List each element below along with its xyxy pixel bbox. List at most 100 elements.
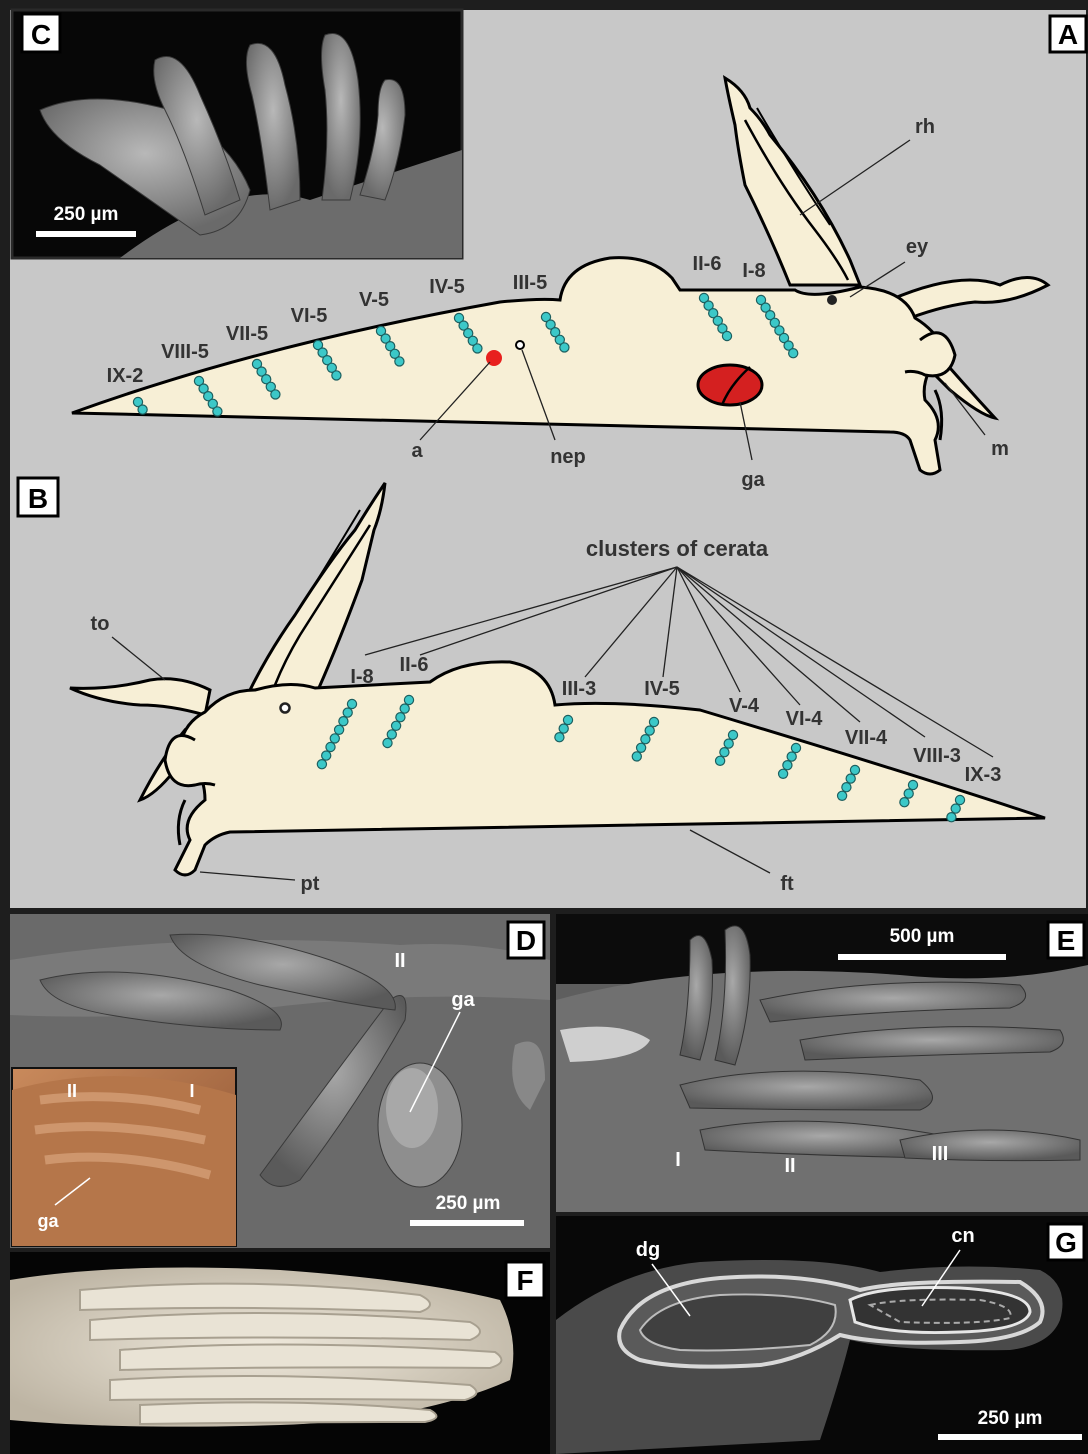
ceras-dot (555, 733, 564, 742)
ceras-dot (900, 798, 909, 807)
ceras-dot (632, 752, 641, 761)
label-eye: ey (906, 236, 929, 258)
panel-e-letter: E (1057, 925, 1076, 956)
panel-e-scale-label: 500 µm (890, 926, 955, 947)
ceras-dot (339, 717, 348, 726)
panel-g-label-dg: dg (636, 1239, 660, 1261)
panel-e-photo: 500 µm I II III E (556, 914, 1088, 1212)
cluster-label-a-vi: VI-5 (291, 305, 328, 327)
ceras-dot (728, 730, 737, 739)
cluster-label-b-vii: VII-4 (845, 727, 888, 749)
ceras-dot (724, 739, 733, 748)
ceras-dot (779, 769, 788, 778)
ceras-dot (649, 717, 658, 726)
ceras-dot (563, 715, 572, 724)
ceras-dot (559, 724, 568, 733)
ceras-dot (645, 726, 654, 735)
panel-d-photo: II I ga II ga 250 µm D (10, 914, 550, 1248)
cluster-label-a-i: I-8 (742, 260, 765, 282)
ceras-dot (473, 344, 482, 353)
cluster-label-b-ii: II-6 (400, 654, 429, 676)
label-mouth: m (991, 438, 1009, 460)
ceras-dot (947, 813, 956, 822)
ceras-dot (787, 752, 796, 761)
panel-d-letter: D (516, 925, 536, 956)
ceras-dot (335, 725, 344, 734)
ceras-dot (846, 774, 855, 783)
panel-c-photo: C 250 µm (12, 10, 462, 258)
ceras-dot (271, 390, 280, 399)
panel-g-scale-label: 250 µm (978, 1408, 1043, 1429)
panel-a-letter: A (1058, 19, 1078, 50)
ceras-dot (716, 756, 725, 765)
ceras-dot (637, 743, 646, 752)
panel-e-label-iii: III (932, 1143, 949, 1165)
ceras-dot (908, 780, 917, 789)
clusters-title: clusters of cerata (586, 536, 769, 561)
ceras-dot (330, 734, 339, 743)
panel-e-scale-bar (838, 954, 1006, 960)
ceras-dot (955, 795, 964, 804)
label-nephroproct: nep (550, 446, 586, 468)
inset-label-i: I (189, 1081, 194, 1101)
ceras-dot (387, 730, 396, 739)
panel-c-scale-label: 250 µm (54, 204, 119, 225)
cluster-label-b-iv: IV-5 (644, 678, 680, 700)
panel-b-letter: B (28, 483, 48, 514)
panel-c-scale-bar (36, 231, 136, 237)
cluster-label-b-vi: VI-4 (786, 708, 824, 730)
cluster-label-a-viii: VIII-5 (161, 341, 209, 363)
label-genital-aperture-a: ga (741, 469, 765, 491)
panel-e-label-i: I (675, 1149, 681, 1171)
ceras-dot (347, 699, 356, 708)
ceras-dot (213, 407, 222, 416)
ceras-dot (791, 743, 800, 752)
label-rhinophore: rh (915, 116, 935, 138)
genital-aperture (698, 365, 762, 405)
eye-a (827, 295, 837, 305)
cluster-label-b-iii: III-3 (562, 678, 596, 700)
cluster-label-b-v: V-4 (729, 695, 760, 717)
ceras-dot (322, 751, 331, 760)
ceras-dot (138, 405, 147, 414)
label-propodial-tentacle: pt (301, 873, 320, 895)
cluster-label-b-ix: IX-3 (965, 764, 1002, 786)
panel-d-scale-bar (410, 1220, 524, 1226)
panel-g-label-cn: cn (951, 1225, 974, 1247)
panel-f-photo: F (10, 1252, 550, 1454)
ceras-dot (392, 721, 401, 730)
ceras-dot (641, 735, 650, 744)
label-foot: ft (780, 873, 794, 895)
ceras-dot (343, 708, 352, 717)
cluster-label-b-viii: VIII-3 (913, 745, 961, 767)
ceras-dot (404, 695, 413, 704)
label-anus: a (411, 440, 423, 462)
panel-f-letter: F (516, 1265, 533, 1296)
panel-e-label-ii: II (784, 1155, 795, 1177)
cluster-label-a-ix: IX-2 (107, 365, 144, 387)
ceras-dot (396, 713, 405, 722)
ceras-dot (783, 761, 792, 770)
nephroproct (516, 341, 524, 349)
panel-d-label-ii: II (394, 950, 405, 972)
panel-d-label-ga: ga (451, 989, 475, 1011)
cluster-label-a-iv: IV-5 (429, 276, 465, 298)
ceras-dot (560, 343, 569, 352)
panel-d-scale-label: 250 µm (436, 1193, 501, 1214)
panel-g-letter: G (1055, 1227, 1077, 1258)
ceras-dot (904, 789, 913, 798)
ceras-dot (395, 357, 404, 366)
panel-c-letter: C (31, 19, 51, 50)
ceras-dot (332, 371, 341, 380)
label-oral-tentacle: to (91, 613, 110, 635)
cluster-label-a-vii: VII-5 (226, 323, 268, 345)
cluster-label-a-v: V-5 (359, 289, 389, 311)
ceras-dot (722, 331, 731, 340)
cluster-label-a-iii: III-5 (513, 272, 547, 294)
panel-g-photo: dg cn 250 µm G (556, 1216, 1088, 1454)
ceras-dot (720, 748, 729, 757)
panel-g-scale-bar (938, 1434, 1082, 1440)
ceras-dot (400, 704, 409, 713)
ceras-dot (789, 349, 798, 358)
